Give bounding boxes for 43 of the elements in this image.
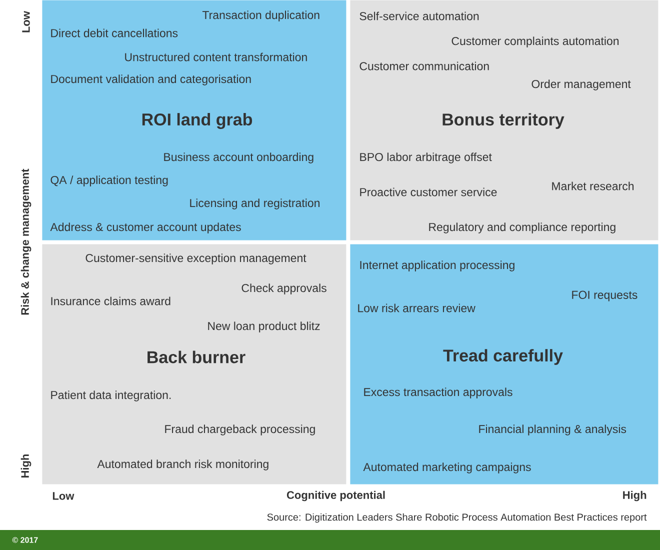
- source-note: Source: Digitization Leaders Share Robotic Process Automation Best Practices report: [267, 513, 647, 523]
- task-label: FOI requests: [572, 290, 638, 302]
- task-label: Financial planning & analysis: [479, 424, 626, 436]
- task-label: QA / application testing: [50, 176, 168, 186]
- axis-title: Risk & change management: [20, 168, 32, 315]
- task-label: Unstructured content transformation: [125, 52, 307, 62]
- task-label: Document validation and categorisation: [51, 74, 251, 86]
- quadrant-heading: ROI land grab: [142, 113, 252, 129]
- task-label: Automated branch risk monitoring: [97, 460, 268, 470]
- task-label: Self-service automation: [360, 12, 479, 20]
- task-label: Business account onboarding: [164, 152, 314, 164]
- quadrant-box: [350, 244, 658, 484]
- quadrant-heading: Bonus territory: [442, 113, 564, 129]
- quadrant-heading: Tread carefully: [443, 349, 563, 365]
- task-label: Patient data integration.: [51, 390, 171, 402]
- task-label: Address & customer account updates: [50, 222, 241, 234]
- task-label: Excess transaction approvals: [364, 388, 512, 398]
- quadrant-box: [42, 0, 346, 240]
- footer-bar: © 2017: [0, 530, 660, 550]
- axis-label: Low: [22, 10, 30, 32]
- task-label: Fraud chargeback processing: [165, 424, 315, 436]
- task-label: Internet application processing: [360, 260, 514, 272]
- task-label: Direct debit cancellations: [51, 28, 178, 38]
- axis-label: High: [20, 454, 32, 478]
- task-label: Licensing and registration: [190, 198, 320, 210]
- task-label: Customer complaints automation: [452, 36, 619, 48]
- quadrant-box: [350, 0, 658, 240]
- task-label: Customer communication: [360, 62, 489, 70]
- task-label: Regulatory and compliance reporting: [429, 222, 616, 234]
- task-label: Customer-sensitive exception management: [86, 254, 306, 264]
- task-label: Low risk arrears review: [358, 304, 476, 312]
- task-label: Proactive customer service: [360, 188, 497, 196]
- task-label: Automated marketing campaigns: [363, 462, 531, 474]
- task-label: Order management: [532, 80, 631, 90]
- task-label: Transaction duplication: [202, 10, 320, 22]
- axis-title: Cognitive potential: [286, 490, 385, 502]
- task-label: Market research: [552, 182, 634, 190]
- quadrant-heading: Back burner: [148, 350, 246, 364]
- task-label: New loan product blitz: [208, 322, 320, 332]
- task-label: Check approvals: [242, 284, 326, 294]
- task-label: Insurance claims award: [51, 296, 170, 306]
- quadrant-box: [42, 244, 346, 484]
- task-label: BPO labor arbitrage offset: [360, 152, 492, 164]
